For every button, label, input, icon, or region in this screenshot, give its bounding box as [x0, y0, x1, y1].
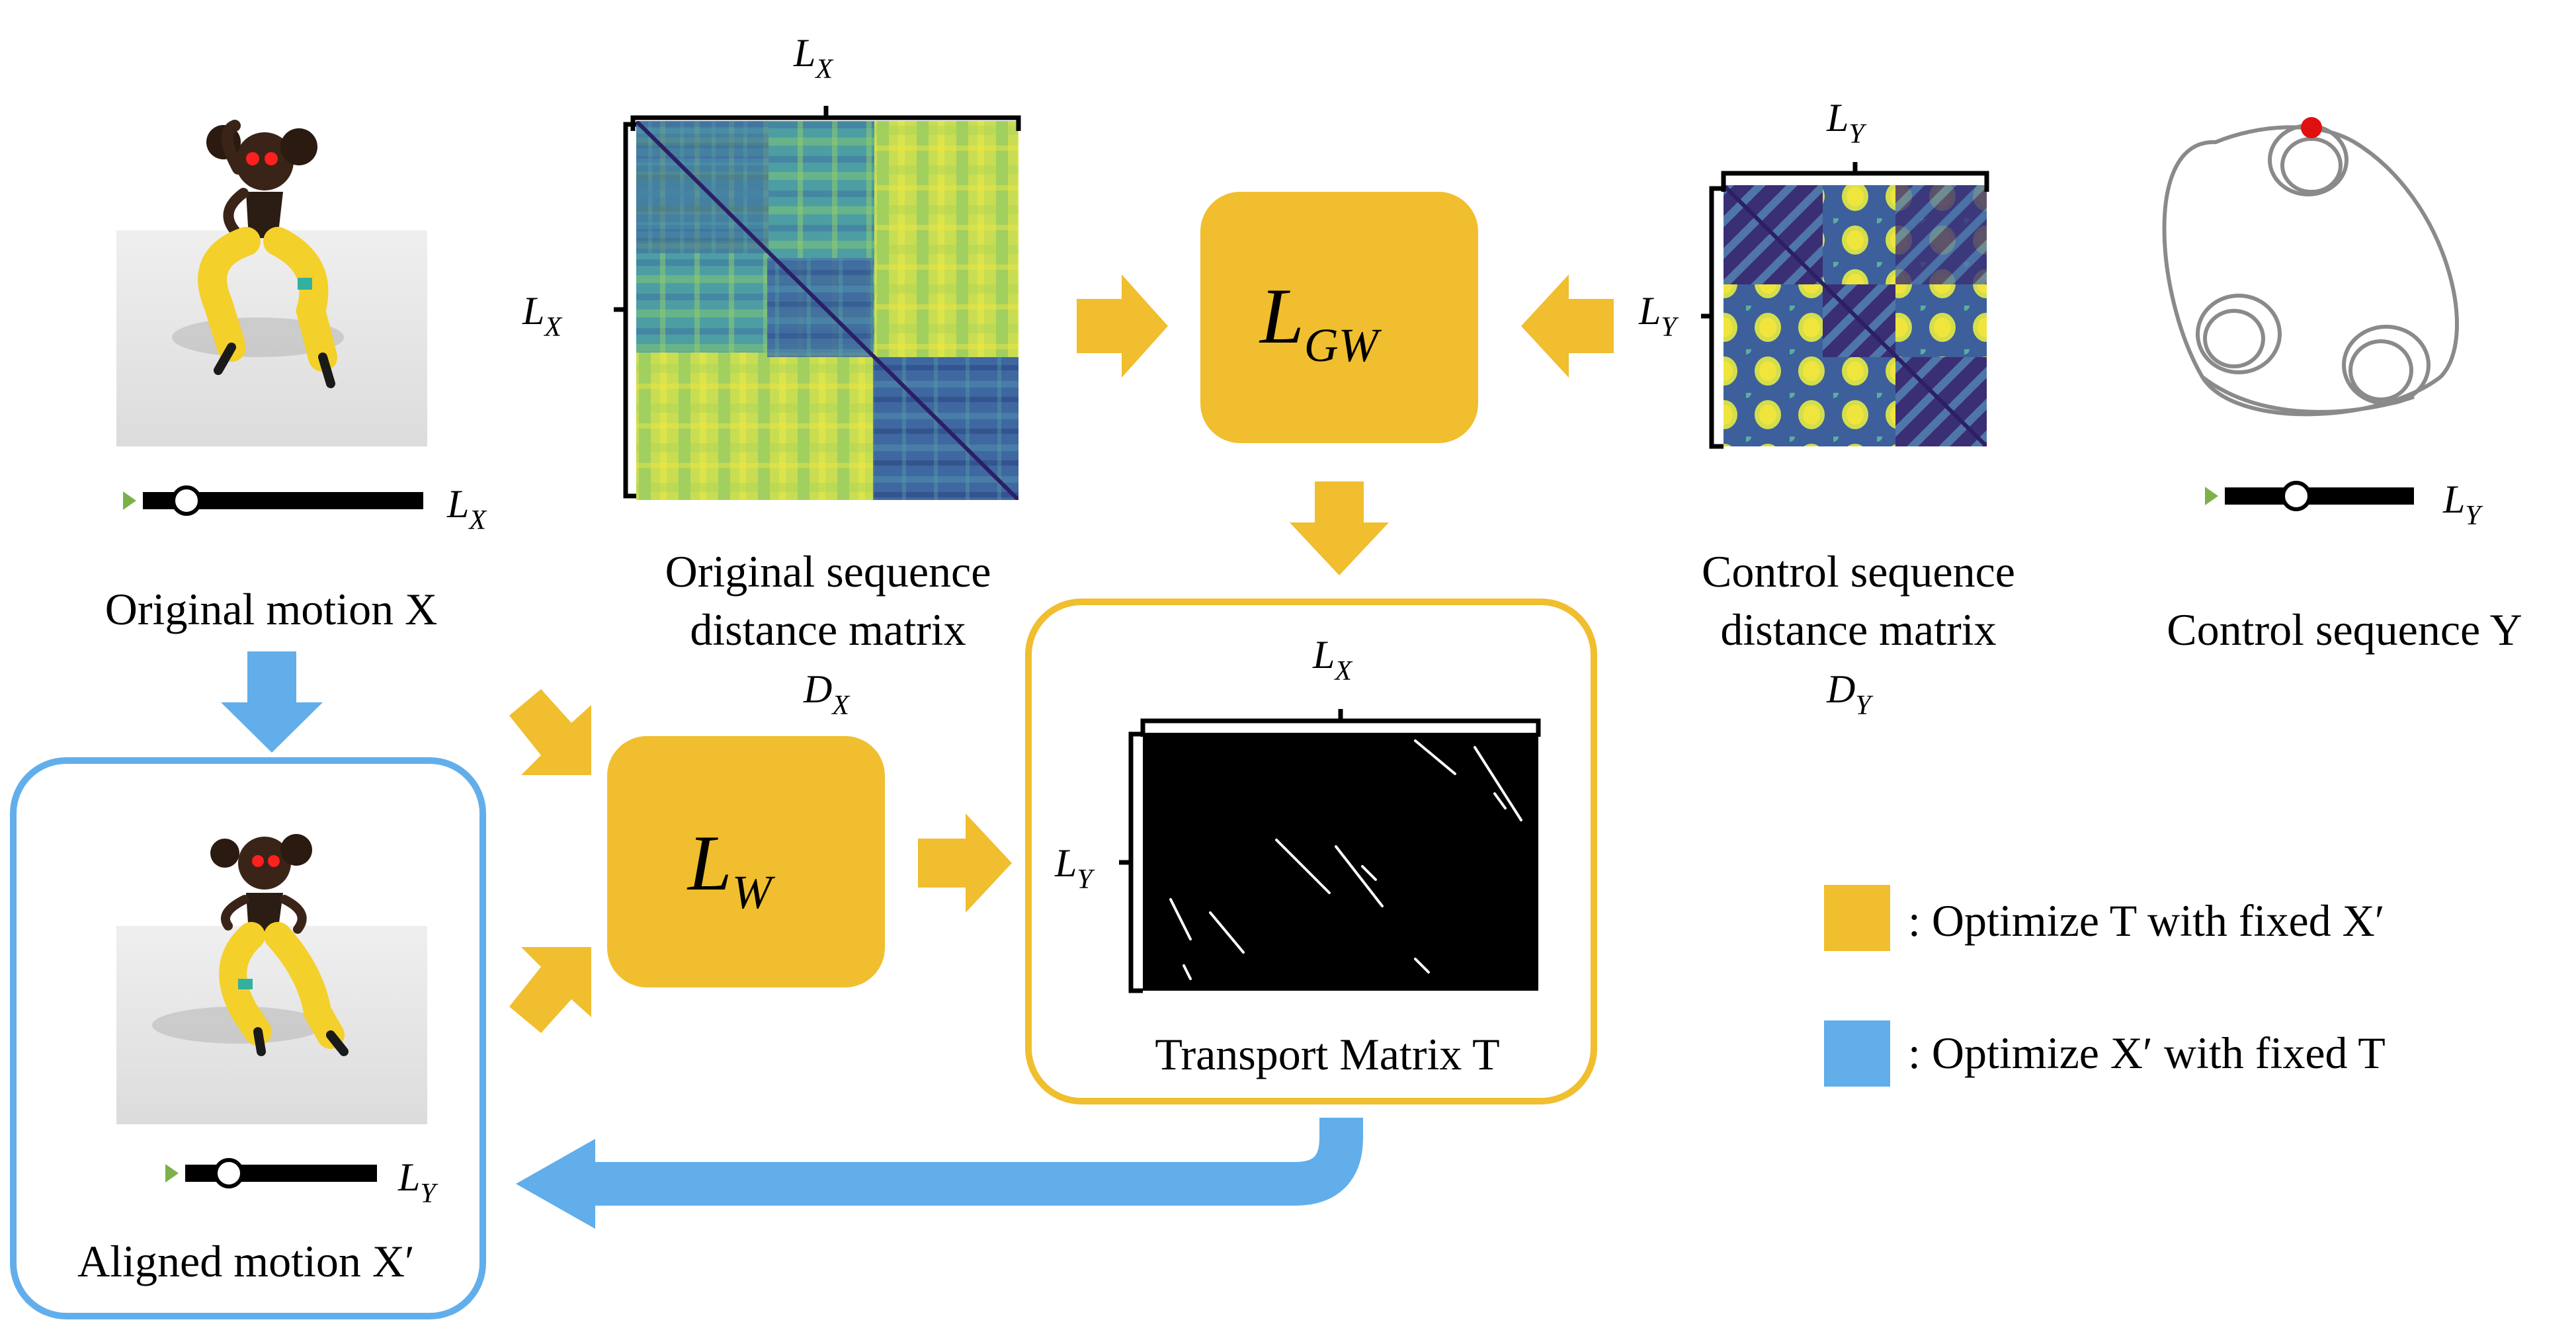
dx-top-length-label: LX	[793, 31, 834, 85]
original-motion-caption: Original motion X	[105, 584, 437, 634]
slider-knob[interactable]	[171, 485, 202, 516]
original-matrix-caption-line2: distance matrix	[690, 604, 966, 655]
arrow-dx-to-lgw	[1077, 274, 1168, 378]
aligned-motion-caption: Aligned motion X′	[77, 1236, 415, 1286]
original-distance-matrix	[636, 121, 1018, 500]
aligned-length-label: LY	[397, 1155, 438, 1209]
transport-matrix-caption: Transport Matrix T	[1155, 1029, 1499, 1079]
control-matrix-symbol: DY	[1826, 667, 1874, 721]
arrow-into-lw-bottom	[509, 947, 591, 1033]
arrow-dy-to-lgw	[1521, 274, 1614, 378]
control-matrix-caption-line2: distance matrix	[1720, 604, 1996, 655]
current-frame-marker	[2301, 117, 2322, 138]
dancer-figure-icon	[198, 120, 337, 388]
legend-swatch-optimize-x	[1824, 1020, 1890, 1087]
slider-knob[interactable]	[2281, 481, 2311, 511]
lw-loss-box	[607, 736, 885, 987]
lgw-loss-box	[1200, 192, 1478, 443]
t-top-length-label: LX	[1312, 633, 1353, 686]
original-motion-thumbnail	[116, 120, 427, 446]
control-matrix-caption-line1: Control sequence	[1702, 546, 2015, 597]
dx-left-length-label: LX	[522, 289, 563, 343]
legend: : Optimize T with fixed X′ : Optimize X′…	[1824, 885, 2386, 1087]
play-triangle-icon[interactable]	[165, 1164, 179, 1183]
t-left-length-label: LY	[1054, 841, 1095, 895]
arrow-lgw-to-transport	[1290, 481, 1389, 575]
aligned-motion-thumbnail	[116, 834, 427, 1124]
play-triangle-icon[interactable]	[2205, 487, 2218, 505]
control-trajectory-loop-icon	[2162, 124, 2459, 417]
original-matrix-symbol: DX	[803, 667, 851, 721]
original-matrix-caption-line1: Original sequence	[665, 546, 991, 597]
control-sequence-slider[interactable]	[2205, 481, 2414, 511]
lw-loss-label: LW	[686, 819, 776, 919]
original-motion-slider[interactable]	[123, 485, 423, 516]
arrow-transport-to-aligned	[516, 1118, 1363, 1229]
transport-matrix-brackets	[1119, 709, 1541, 993]
dy-top-length-label: LY	[1826, 96, 1867, 149]
control-distance-matrix	[1724, 185, 1987, 446]
aligned-motion-panel	[10, 757, 486, 1319]
slider-knob[interactable]	[214, 1158, 244, 1188]
arrow-into-lw-top	[509, 689, 591, 775]
legend-label-optimize-x: : Optimize X′ with fixed T	[1908, 1028, 2386, 1078]
play-triangle-icon[interactable]	[123, 491, 136, 510]
aligned-motion-slider[interactable]	[165, 1158, 377, 1188]
arrow-original-to-aligned	[221, 651, 323, 753]
control-matrix-brackets	[1701, 162, 1989, 449]
original-length-label: LX	[446, 482, 487, 536]
control-length-label: LY	[2442, 477, 2483, 531]
legend-swatch-optimize-t	[1824, 885, 1890, 951]
legend-label-optimize-t: : Optimize T with fixed X′	[1908, 895, 2385, 946]
original-matrix-brackets	[614, 106, 1021, 499]
dancer-figure-icon	[210, 834, 349, 1056]
arrow-lw-to-transport	[918, 813, 1012, 913]
lgw-loss-label: LGW	[1259, 272, 1382, 372]
transport-matrix-panel	[1025, 599, 1597, 1104]
transport-matrix	[1143, 733, 1538, 991]
dy-left-length-label: LY	[1638, 289, 1679, 343]
control-sequence-caption: Control sequence Y	[2167, 604, 2522, 655]
